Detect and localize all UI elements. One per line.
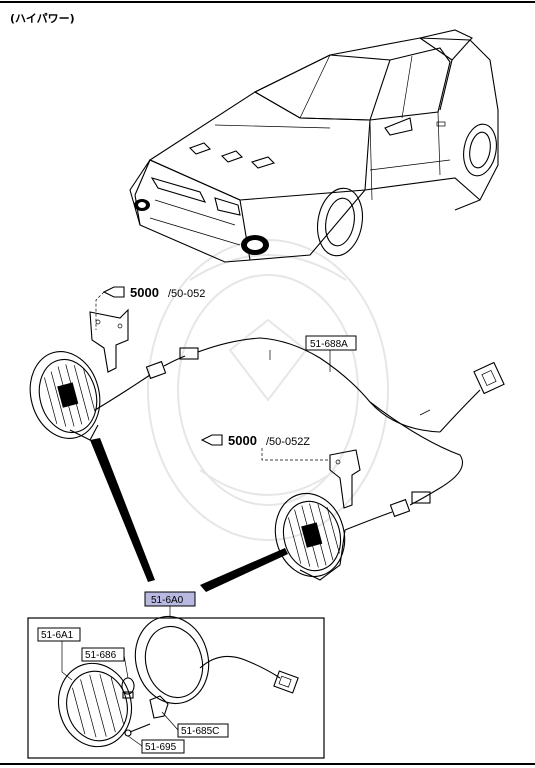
pointing-hand-icon-mid [200, 434, 223, 446]
detail-screw [124, 723, 151, 737]
label-socket[interactable]: 51-685C [161, 711, 229, 738]
page-header-title: (ハイパワー) [10, 12, 75, 25]
label-bulb-text: 51-686 [85, 650, 117, 661]
ref-callout-top[interactable]: 5000 /50-052Z /50-052 [102, 285, 205, 300]
bracket-upper [89, 308, 129, 373]
wiring-harness [94, 337, 505, 531]
detail-lens [58, 662, 132, 748]
harness-label[interactable]: 51-688A [305, 335, 357, 372]
fog-lamp-left [29, 351, 101, 441]
harness-label-text: 51-688A [310, 339, 348, 350]
fog-lamp-right [274, 492, 346, 581]
label-socket-text: 51-685C [181, 726, 219, 737]
ref-callout-mid[interactable]: 5000 /50-052Z [200, 433, 310, 448]
label-screw[interactable]: 51-695 [127, 735, 185, 754]
ref-mid-page: 5000 [228, 433, 257, 448]
ref-mid-code: /50-052Z [266, 436, 310, 448]
label-bulb[interactable]: 51-686 [81, 647, 129, 679]
detail-bulb [121, 677, 135, 699]
car-illustration [129, 29, 499, 263]
ref-mid-leader [261, 448, 330, 461]
watermark-emblem [147, 239, 389, 541]
label-screw-text: 51-695 [145, 742, 177, 753]
pointer-wedge-left [90, 438, 155, 582]
label-lens[interactable]: 51-6A1 [37, 627, 81, 681]
label-lens-text: 51-6A1 [41, 630, 74, 641]
pointer-wedge-right [200, 548, 288, 592]
ref-top-leader [95, 291, 105, 330]
detail-box [27, 617, 325, 759]
ref-top-code-text: /50-052 [168, 288, 205, 300]
detail-housing [134, 615, 299, 705]
detail-socket [149, 695, 169, 719]
assembly-label-text: 51-6A0 [151, 595, 184, 606]
pointing-hand-icon [102, 286, 125, 298]
assembly-label[interactable]: 51-6A0 [144, 591, 196, 618]
bracket-lower [329, 449, 361, 509]
ref-top-page: 5000 [130, 285, 159, 300]
